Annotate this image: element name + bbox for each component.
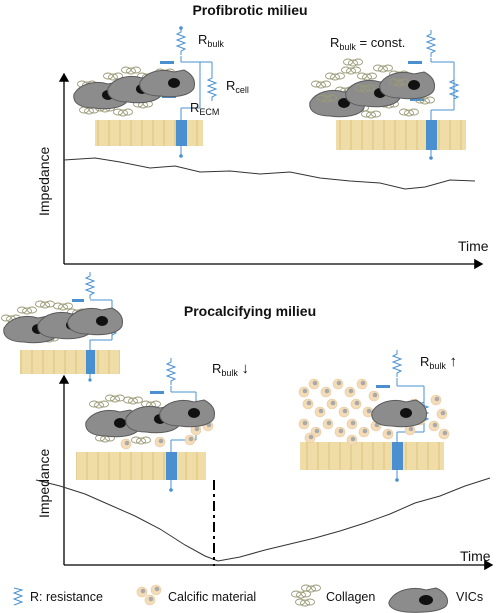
top-r-bulk-const-label: Rbulk = const. (330, 35, 405, 52)
r-bulk-const-sub: bulk (339, 42, 356, 52)
legend-calcific: Calcific material (168, 590, 257, 604)
top-left-illustration (73, 26, 217, 158)
top-r-ecm-label: RECM (190, 100, 219, 117)
top-impedance-curve (63, 157, 476, 190)
r-cell-sub: cell (235, 85, 249, 95)
bottom-impedance-curve (35, 477, 491, 562)
bottom-panel-title: Procalcifying milieu (183, 303, 317, 319)
bottom-panel (1, 271, 494, 571)
arrow-down-icon: ↓ (241, 360, 250, 377)
bottom-y-axis-label: Impedance (36, 448, 52, 518)
collagen-legend-icon (291, 584, 321, 607)
bottom-r-bulk-up-label: Rbulk ↑ (420, 353, 457, 371)
vic-legend-icon (388, 587, 449, 613)
arrow-up-icon: ↑ (449, 353, 458, 370)
r-bulk-const-base: R (330, 35, 340, 50)
calcific-legend-icon (136, 584, 162, 606)
r-cell-base: R (226, 78, 236, 93)
r-ecm-sub: ECM (199, 107, 220, 117)
r-bulk-up-sub: bulk (429, 361, 446, 371)
r-bulk-const-suffix: = const. (359, 35, 406, 50)
r-ecm-base: R (190, 100, 200, 115)
top-y-axis-label: Impedance (36, 146, 52, 216)
bottom-r-bulk-down-label: Rbulk ↓ (212, 360, 249, 378)
resistance-legend-icon (12, 587, 24, 606)
legend-resistance: R: resistance (30, 590, 103, 604)
bottom-x-axis-label: Time (460, 548, 491, 564)
top-r-bulk-label: Rbulk (198, 32, 224, 49)
r-bulk-up-base: R (420, 354, 430, 369)
top-panel (58, 26, 484, 270)
legend-icons (12, 584, 449, 613)
legend-collagen: Collagen (326, 590, 376, 604)
top-panel-title: Profibrotic milieu (192, 2, 308, 18)
top-right-illustration (309, 29, 466, 160)
bottom-right-illustration (298, 349, 450, 482)
bottom-middle-illustration (76, 357, 216, 492)
r-bulk-down-base: R (212, 361, 222, 376)
r-bulk-down-sub: bulk (221, 368, 238, 378)
top-r-cell-label: Rcell (226, 78, 249, 95)
r-bulk-base: R (198, 32, 208, 47)
legend-vics: VICs (456, 590, 484, 604)
bottom-inset-illustration (1, 271, 124, 382)
r-bulk-sub: bulk (207, 39, 224, 49)
top-x-axis-label: Time (458, 238, 489, 254)
